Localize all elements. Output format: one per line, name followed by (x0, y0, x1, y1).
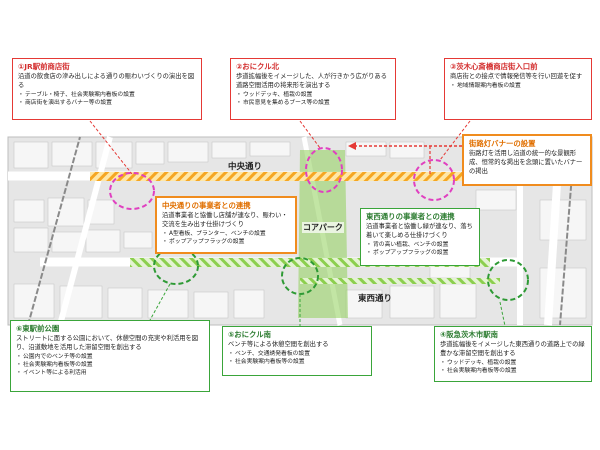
spot-2-circle (305, 147, 343, 193)
callout-description: 沿道事業者と協働し緑が連なり、落ち着いて楽しめる仕掛けづくり (366, 223, 473, 239)
connector-3 (439, 120, 471, 161)
touzai-corridor (130, 258, 490, 267)
list-item: 背の高い植栽、ベンチの設置 (366, 242, 475, 250)
callout-title: 東西通りの事業者との連携 (366, 212, 455, 221)
callout-list: ウッドデッキ、植栽の設置 市民意見を集めるブース等の設置 (236, 92, 391, 108)
touzai-street-label: 東西通り (358, 294, 393, 304)
list-item: イベント等による利活用 (16, 370, 205, 378)
callout-list: ウッドデッキ、植栽の設置 社会実験案内看板等の設置 (440, 360, 587, 376)
callout-description: 街路灯を活用し沿道の統一的な景観形成、恒常的な掲出を念頭に置いたバナーの掲出 (469, 150, 583, 175)
spot-6-circle (153, 247, 199, 285)
callout-list: ベンチ、交通誘発看板の設置 社会実験案内看板等の設置 (228, 351, 367, 367)
list-item: A型看板、プランター、ベンチの設置 (162, 231, 291, 239)
banner-arrow-head (348, 142, 356, 150)
touzai-corridor-lower (300, 278, 500, 284)
callout-east-station-park: ⑥東駅前公園 ストリートに面する公園において、休憩空間の充実や利活用を図り、沿道… (10, 320, 210, 392)
callout-description: ベンチ等による休憩空間を創出する (228, 341, 329, 349)
list-item: ポップアップフラッグの設置 (162, 239, 291, 247)
callout-shinsaibashi-entrance: ③茨木心斎橋商店街入口前 商店街との接点で情報発信等を行い回遊を促す 地域情報案… (444, 58, 592, 120)
callout-jr-shopping-street: ①JR駅前商店街 沿道の飲食店の滲み出しによる通りの賑わいづくりの演出を図る テ… (12, 58, 202, 120)
callout-description: 歩道拡幅後をイメージした東西通りの道路上での緑豊かな滞留空間を創出する (440, 341, 585, 357)
callout-list: 背の高い植栽、ベンチの設置 ポップアップフラッグの設置 (366, 242, 475, 258)
list-item: 商店街を演出するバナー等の設置 (18, 100, 197, 108)
list-item: 公園内でのベンチ等の設置 (16, 354, 205, 362)
spot-1-circle (109, 172, 155, 210)
callout-onikuru-south: ⑤おにクル南 ベンチ等による休憩空間を創出する ベンチ、交通誘発看板の設置 社会… (222, 326, 372, 376)
callout-title: 街路灯バナーの設置 (469, 139, 536, 148)
callout-description: 商店街との接点で情報発信等を行い回遊を促す (450, 73, 583, 81)
connector-2 (299, 120, 321, 149)
list-item: ポップアップフラッグの設置 (366, 250, 475, 258)
callout-title: ②おにクル北 (236, 62, 279, 71)
callout-title: ④阪急茨木市駅南 (440, 330, 498, 339)
list-item: 社会実験案内看板等の設置 (228, 359, 367, 367)
list-item: 社会実験案内看板等の設置 (440, 368, 587, 376)
list-item: ウッドデッキ、植栽の設置 (440, 360, 587, 368)
list-item: ベンチ、交通誘発看板の設置 (228, 351, 367, 359)
callout-list: A型看板、プランター、ベンチの設置 ポップアップフラッグの設置 (162, 231, 291, 247)
list-item: 社会実験案内看板等の設置 (16, 362, 205, 370)
callout-chuo-business-cooperation: 中央通りの事業者との連携 沿道事業者と協働し店舗が連なり、賑わい・交流を生み出す… (155, 196, 297, 254)
spot-4-circle (487, 259, 529, 301)
rail-lines (27, 136, 576, 326)
core-park (298, 150, 348, 318)
chuo-corridor (90, 172, 506, 181)
list-item: テーブル・椅子、社会実験案内看板の設置 (18, 92, 197, 100)
callout-touzai-business-cooperation: 東西通りの事業者との連携 沿道事業者と協働し緑が連なり、落ち着いて楽しめる仕掛け… (360, 208, 480, 266)
callout-onikuru-north: ②おにクル北 歩道拡幅後をイメージした、人が行きかう広がりある道路空間活用の将来… (230, 58, 396, 120)
list-item: 地域情報案内看板の設置 (450, 83, 587, 91)
callout-title: ①JR駅前商店街 (18, 62, 70, 71)
chuo-street-label: 中央通り (228, 162, 263, 172)
connector-6 (149, 283, 171, 321)
callout-description: 沿道事業者と協働し店舗が連なり、賑わい・交流を生み出す仕掛けづくり (162, 212, 288, 228)
spot-3-circle (413, 159, 455, 201)
callout-title: ③茨木心斎橋商店街入口前 (450, 62, 538, 71)
callout-title: ⑤おにクル南 (228, 330, 271, 339)
connector-4 (499, 301, 506, 327)
callout-list: テーブル・椅子、社会実験案内看板の設置 商店街を演出するバナー等の設置 (18, 92, 197, 108)
callout-hankyu-ibaraki-south: ④阪急茨木市駅南 歩道拡幅後をイメージした東西通りの道路上での緑豊かな滞留空間を… (434, 326, 592, 382)
connector-1 (89, 120, 133, 175)
list-item: ウッドデッキ、植栽の設置 (236, 92, 391, 100)
callout-title: 中央通りの事業者との連携 (162, 201, 251, 210)
core-park-label: コアパーク (302, 222, 344, 233)
callout-description: 沿道の飲食店の滲み出しによる通りの賑わいづくりの演出を図る (18, 73, 195, 89)
callout-description: ストリートに面する公園において、休憩空間の充実や利活用を図り、沿道敷地を活用した… (16, 335, 199, 351)
callout-streetlight-banner: 街路灯バナーの設置 街路灯を活用し沿道の統一的な景観形成、恒常的な掲出を念頭に置… (462, 134, 592, 186)
callout-description: 歩道拡幅後をイメージした、人が行きかう広がりある道路空間活用の将来形を演出する (236, 73, 387, 89)
callout-list: 地域情報案内看板の設置 (450, 83, 587, 91)
callout-title: ⑥東駅前公園 (16, 324, 60, 333)
list-item: 市民意見を集めるブース等の設置 (236, 100, 391, 108)
callout-list: 公園内でのベンチ等の設置 社会実験案内看板等の設置 イベント等による利活用 (16, 354, 205, 378)
